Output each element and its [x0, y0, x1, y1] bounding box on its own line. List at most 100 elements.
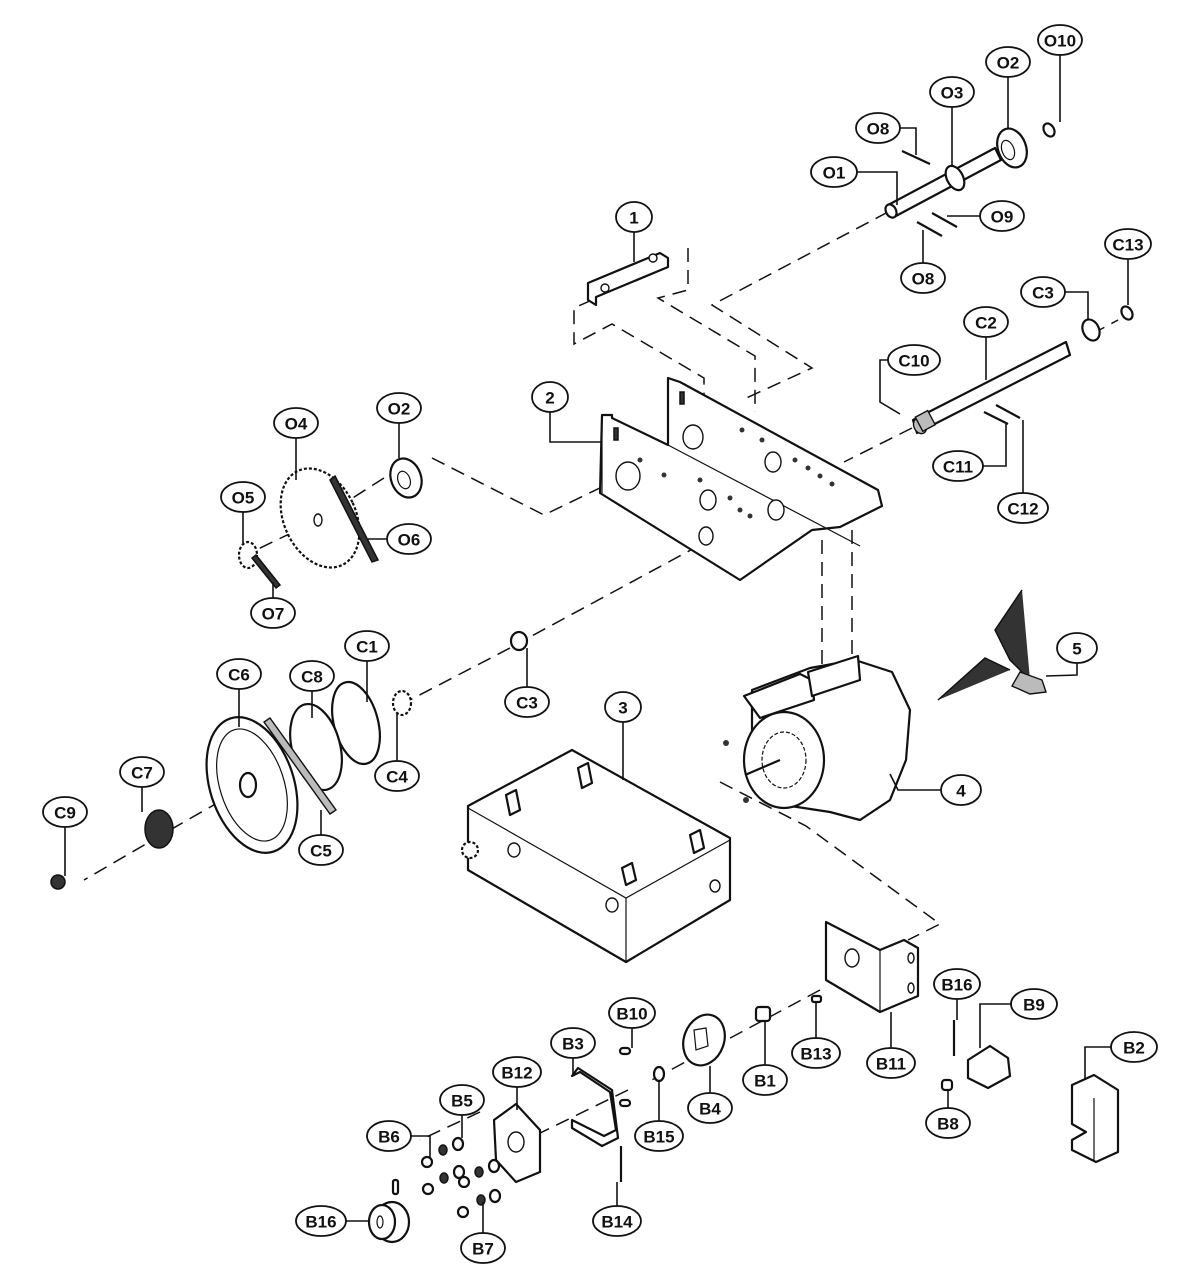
callout-o8: O8 — [900, 262, 946, 294]
callout-label: 5 — [1072, 640, 1081, 659]
assembly-line — [647, 989, 821, 1083]
callout-c11: C11 — [932, 450, 984, 482]
callout-bubble — [855, 112, 901, 144]
callout-b14: B14 — [592, 1205, 642, 1237]
main-frame — [598, 376, 884, 582]
callout-b16: B16 — [933, 968, 981, 1000]
callout-bubble — [1056, 632, 1098, 664]
callout-c5: C5 — [298, 834, 344, 866]
callout-2: 2 — [531, 381, 569, 413]
mount-plate — [824, 920, 920, 1014]
leader-line — [1084, 1046, 1111, 1080]
callout-bubble — [273, 407, 319, 439]
bushing — [509, 630, 529, 652]
callout-bubble — [119, 756, 165, 788]
leader-lines — [64, 55, 1129, 1233]
small-pulley — [367, 1200, 411, 1244]
callout-bubble — [742, 1064, 788, 1096]
callout-o2: O2 — [376, 392, 422, 424]
assembly-line — [409, 647, 511, 701]
callout-bubble — [634, 1120, 684, 1152]
callout-label: C3 — [516, 694, 538, 713]
callout-bubble — [42, 796, 88, 828]
callout-bubble — [1110, 1031, 1158, 1063]
callout-b6: B6 — [366, 1120, 412, 1152]
assembly-line — [527, 544, 701, 639]
callout-b9: B9 — [1010, 988, 1058, 1020]
assembly-line — [843, 427, 913, 463]
callout-label: C2 — [975, 314, 997, 333]
callout-bubble — [295, 1205, 347, 1237]
callout-label: B8 — [937, 1115, 959, 1134]
callout-label: B16 — [941, 976, 972, 995]
callout-label: B7 — [472, 1240, 494, 1259]
leader-line — [1045, 663, 1078, 677]
callout-bubble — [900, 262, 946, 294]
callout-label: O8 — [912, 270, 935, 289]
o-ring — [652, 1065, 666, 1083]
callout-label: B2 — [1123, 1039, 1145, 1058]
screws — [391, 1136, 502, 1219]
callout-bubble — [220, 481, 266, 513]
callout-bubble — [531, 381, 569, 413]
callout-bubble — [604, 691, 642, 723]
callout-b2: B2 — [1110, 1031, 1158, 1063]
retaining-ring — [1042, 122, 1056, 138]
callout-b5: B5 — [439, 1084, 485, 1116]
callout-bubble — [929, 76, 975, 108]
callout-bubble — [791, 1037, 841, 1069]
callout-labels: O10O2O3O8O1O9O8C13C3C2C10C11C1212O2O4O5O… — [42, 24, 1158, 1264]
callout-bubble — [932, 450, 984, 482]
callout-o3: O3 — [929, 76, 975, 108]
callout-label: C10 — [898, 352, 929, 371]
callout-bubble — [376, 392, 422, 424]
callout-o6: O6 — [386, 523, 432, 555]
threaded-collar — [144, 809, 174, 849]
callout-o7: O7 — [250, 597, 296, 629]
spacer — [940, 1078, 954, 1092]
callout-label: B6 — [378, 1128, 400, 1147]
leader-line — [900, 127, 917, 155]
callout-3: 3 — [604, 691, 642, 723]
callout-c2: C2 — [963, 306, 1009, 338]
assembly-line — [317, 477, 385, 521]
callout-label: C7 — [131, 764, 153, 783]
motor — [723, 654, 912, 822]
callout-label: B5 — [451, 1092, 473, 1111]
callout-bubble — [374, 760, 420, 792]
assembly-line — [719, 781, 942, 941]
leader-line — [411, 1135, 431, 1158]
pin — [901, 150, 931, 165]
callout-bubble — [386, 523, 432, 555]
assembly-line — [573, 299, 705, 415]
clutch-sprocket — [391, 689, 413, 717]
callout-bubble — [344, 630, 390, 662]
callout-bubble — [439, 1084, 485, 1116]
callout-b13: B13 — [791, 1037, 841, 1069]
callout-label: C13 — [1112, 236, 1143, 255]
callout-label: C8 — [301, 668, 323, 687]
callout-label: C1 — [356, 638, 378, 657]
callout-bubble — [608, 997, 656, 1029]
callout-label: O5 — [232, 489, 255, 508]
pin — [931, 212, 958, 228]
small-key — [618, 1046, 632, 1056]
callout-c13: C13 — [1104, 228, 1152, 260]
callout-label: C12 — [1007, 500, 1038, 519]
callout-b11: B11 — [866, 1047, 916, 1079]
callout-label: B14 — [601, 1213, 633, 1232]
leader-line — [1065, 291, 1089, 320]
callout-c3: C3 — [504, 686, 550, 718]
callout-b7: B7 — [460, 1232, 506, 1264]
callout-label: 4 — [956, 782, 966, 801]
output-shaft — [884, 146, 1003, 219]
u-bracket — [570, 1066, 620, 1148]
callout-b10: B10 — [608, 997, 656, 1029]
callout-o4: O4 — [273, 407, 319, 439]
assembly-line — [710, 211, 889, 401]
drive-shaft-assembly — [911, 305, 1134, 435]
callout-c12: C12 — [997, 492, 1049, 524]
callout-bubble — [1104, 228, 1152, 260]
callout-bubble — [1020, 276, 1066, 308]
